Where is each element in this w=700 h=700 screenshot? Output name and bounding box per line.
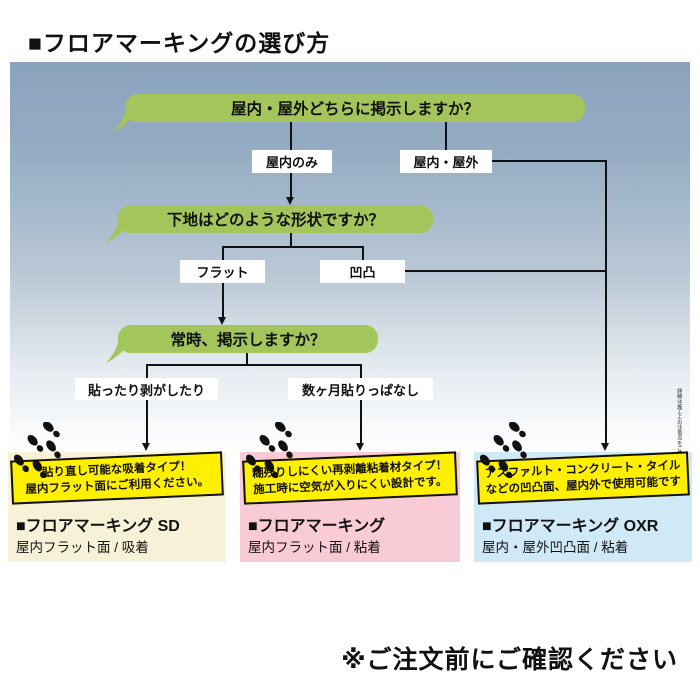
arrowhead-icon: [601, 443, 609, 451]
answer-indoor-outdoor: 屋内・屋外: [400, 150, 492, 173]
answer-text: 屋内のみ: [265, 155, 318, 170]
bubble-tail: [106, 215, 135, 243]
product-name: ■フロアマーキング: [248, 518, 386, 535]
connector-line: [445, 122, 447, 150]
answer-flat: フラット: [180, 260, 265, 283]
connector-line: [605, 160, 607, 443]
bubble-tail: [113, 104, 142, 132]
product-name: ■フロアマーキング OXR: [482, 518, 659, 535]
answer-uneven: 凹凸: [320, 260, 405, 283]
answer-long-term: 数ヶ月貼りっぱなし: [288, 378, 433, 400]
question-bubble-permanent: 常時、掲示しますか？: [106, 325, 378, 363]
footprints-icon: [479, 422, 527, 478]
footprints-icon: [245, 422, 293, 478]
footer-note: ※ご注文前にご確認ください: [341, 646, 678, 674]
bubble-tail: [106, 335, 135, 363]
connector-line: [290, 173, 292, 199]
connector-line: [360, 400, 362, 444]
arrowhead-icon: [142, 443, 150, 451]
answer-text: フラット: [196, 265, 249, 280]
question-text: 下地はどのような形状ですか？: [166, 212, 384, 229]
question-bubble-indoor-outdoor: 屋内・屋外どちらに掲示しますか？: [113, 94, 585, 132]
connector-line: [222, 246, 224, 261]
connector-line: [290, 122, 292, 150]
product-name: ■フロアマーキング SD: [16, 518, 180, 535]
answer-text: 貼ったり剥がしたり: [87, 382, 205, 398]
product-spec: 屋内フラット面 / 吸着: [16, 540, 149, 555]
answer-indoor-only: 屋内のみ: [252, 150, 332, 173]
connector-line: [222, 246, 363, 248]
product-card-sd: 貼り直し可能な吸着タイプ！ 屋内フラット面にご利用ください。 ■フロアマーキング…: [8, 422, 226, 562]
arrowhead-icon: [286, 197, 294, 205]
connector-line: [222, 283, 224, 318]
connector-line: [290, 233, 292, 247]
connector-line: [146, 364, 361, 366]
connector-line: [360, 364, 362, 379]
question-bubble-surface-shape: 下地はどのような形状ですか？: [106, 205, 433, 243]
connector-line: [146, 400, 148, 444]
product-spec: 屋内・屋外凹凸面 / 粘着: [482, 540, 629, 555]
product-spec: 屋内フラット面 / 粘着: [248, 540, 381, 555]
product-card-oxr: アスファルト・コンクリート・タイル などの凹凸面、屋内外で使用可能です ■フロア…: [474, 422, 692, 562]
answer-text: 数ヶ月貼りっぱなし: [301, 382, 419, 398]
side-note: 詳細は施工上の注意点をご確認ください: [676, 388, 683, 482]
connector-line: [492, 160, 606, 162]
footprints-icon: [13, 422, 61, 478]
answer-text: 屋内・屋外: [413, 155, 479, 170]
connector-line: [246, 353, 248, 365]
connector-line: [146, 364, 148, 379]
page-title: ■フロアマーキングの選び方: [28, 30, 331, 56]
answer-stick-and-peel: 貼ったり剥がしたり: [75, 378, 218, 400]
question-text: 常時、掲示しますか？: [170, 332, 326, 349]
arrowhead-icon: [218, 317, 226, 325]
question-text: 屋内・屋外どちらに掲示しますか？: [230, 101, 479, 118]
connector-line: [405, 270, 606, 272]
answer-text: 凹凸: [349, 265, 376, 280]
arrowhead-icon: [356, 443, 364, 451]
product-card-standard: 糊残りしにくい再剥離粘着材タイプ！ 施工時に空気が入りにくい設計です。 ■フロア…: [240, 422, 460, 562]
connector-line: [362, 246, 364, 261]
